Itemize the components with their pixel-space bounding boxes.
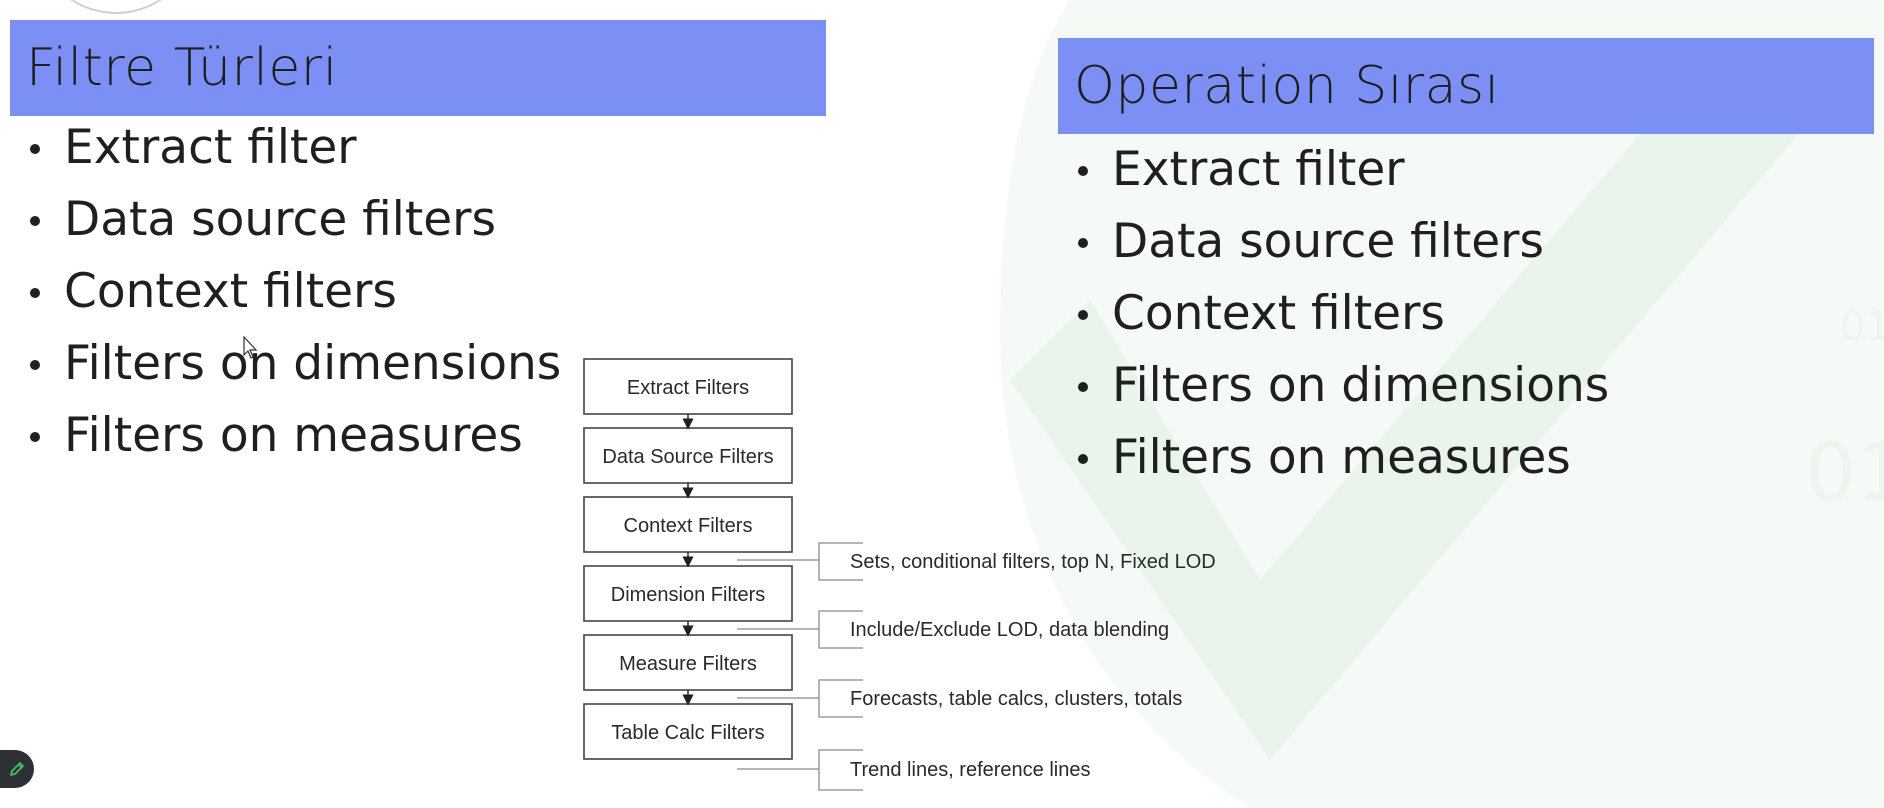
list-item: Data source filters xyxy=(1058,206,1609,278)
pencil-icon xyxy=(10,762,24,776)
diagram-box: Table Calc Filters xyxy=(583,703,793,760)
annotation-text: Include/Exclude LOD, data blending xyxy=(850,619,1169,641)
edit-button[interactable] xyxy=(0,750,34,788)
annotation-text: Trend lines, reference lines xyxy=(850,759,1091,781)
list-item: Context filters xyxy=(10,256,561,328)
diagram-box-label: Measure Filters xyxy=(619,653,757,675)
list-item: Context filters xyxy=(1058,278,1609,350)
annotation-text: Sets, conditional filters, top N, Fixed … xyxy=(850,551,1216,573)
diagram-box-label: Data Source Filters xyxy=(602,446,773,468)
diagram-box: Data Source Filters xyxy=(583,427,793,484)
right-section-title: Operation Sırası xyxy=(1058,38,1874,134)
pointer-cursor-icon xyxy=(243,336,258,359)
list-item: Extract filter xyxy=(1058,134,1609,206)
annotation-text: Forecasts, table calcs, clusters, totals xyxy=(850,688,1182,710)
right-bullet-list: Extract filter Data source filters Conte… xyxy=(1058,134,1609,494)
list-item: Data source filters xyxy=(10,184,561,256)
diagram-box: Measure Filters xyxy=(583,634,793,691)
diagram-box: Dimension Filters xyxy=(583,565,793,622)
diagram-box: Extract Filters xyxy=(583,358,793,415)
annotation-connectors xyxy=(737,542,863,791)
diagram-box: Context Filters xyxy=(583,496,793,553)
list-item: Filters on measures xyxy=(1058,422,1609,494)
list-item: Filters on measures xyxy=(10,400,561,472)
list-item: Filters on dimensions xyxy=(1058,350,1609,422)
svg-text:01: 01 xyxy=(1840,304,1884,350)
diagram-box-label: Table Calc Filters xyxy=(611,722,764,744)
list-item: Filters on dimensions xyxy=(10,328,561,400)
left-bullet-list: Extract filter Data source filters Conte… xyxy=(10,112,561,472)
diagram-box-label: Extract Filters xyxy=(627,377,749,399)
svg-text:01: 01 xyxy=(1805,426,1884,519)
diagram-box-label: Context Filters xyxy=(624,515,753,537)
left-section-title: Filtre Türleri xyxy=(10,20,826,116)
diagram-box-label: Dimension Filters xyxy=(611,584,765,606)
list-item: Extract filter xyxy=(10,112,561,184)
